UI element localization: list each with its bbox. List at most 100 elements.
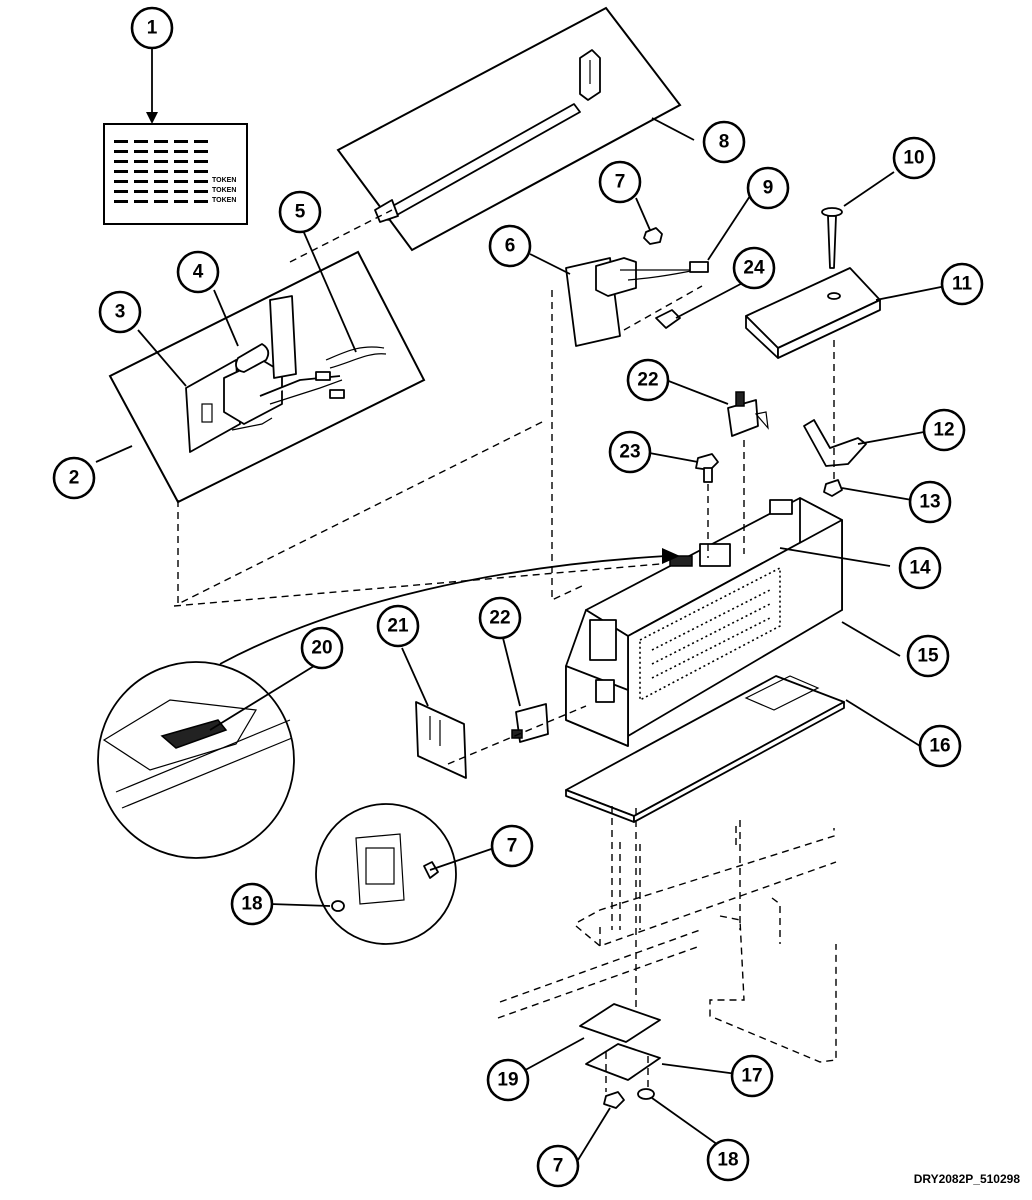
callout-circle xyxy=(176,250,220,294)
detail-view-upper xyxy=(97,661,295,859)
callout-circle xyxy=(706,1138,750,1182)
callout-number: 18 xyxy=(717,1150,738,1171)
callout-number: 11 xyxy=(952,274,973,295)
callout-number: 7 xyxy=(615,172,626,193)
callout-number: 19 xyxy=(497,1070,518,1091)
detail-view-lower xyxy=(315,803,457,945)
callout-22: 22 xyxy=(626,358,670,402)
diagram-code: DRY2082P_510298 xyxy=(913,1172,1020,1186)
callout-circle xyxy=(278,190,322,234)
callout-circle xyxy=(130,6,174,50)
callout-circle xyxy=(598,160,642,204)
shim-plate-part xyxy=(579,1003,661,1043)
callout-circle xyxy=(230,882,274,926)
bolt-part xyxy=(695,453,719,483)
callout-20: 20 xyxy=(300,626,344,670)
callout-circle xyxy=(488,224,532,268)
callout-circle xyxy=(376,604,420,648)
decal-print-line xyxy=(134,170,148,173)
callout-3: 3 xyxy=(98,290,142,334)
callout-7: 7 xyxy=(598,160,642,204)
cylinder-part xyxy=(235,343,270,373)
callout-circle xyxy=(918,724,962,768)
callout-circle xyxy=(908,480,952,524)
callout-9: 9 xyxy=(746,166,790,210)
token-text-3: TOKEN xyxy=(212,197,236,204)
decal-print-line xyxy=(194,180,208,183)
callout-23: 23 xyxy=(608,430,652,474)
decal-label-part: TOKEN TOKEN TOKEN xyxy=(103,123,248,225)
base-plate-part xyxy=(565,675,845,823)
decal-print-line xyxy=(154,170,168,173)
decal-print-line xyxy=(114,190,128,193)
decal-print-line xyxy=(154,160,168,163)
callout-circle xyxy=(746,166,790,210)
callout-5: 5 xyxy=(278,190,322,234)
callout-circle xyxy=(940,262,984,306)
callout-7: 7 xyxy=(490,824,534,868)
decal-print-line xyxy=(114,200,128,203)
callout-number: 1 xyxy=(147,18,158,39)
callout-17: 17 xyxy=(730,1054,774,1098)
callout-2: 2 xyxy=(52,456,96,500)
hex-nut-part xyxy=(643,227,663,245)
decal-print-line xyxy=(134,180,148,183)
callout-number: 6 xyxy=(505,236,516,257)
callout-circle xyxy=(626,358,670,402)
screw-part xyxy=(821,207,843,269)
callout-circle xyxy=(478,596,522,640)
callout-circle xyxy=(702,120,746,164)
callout-number: 12 xyxy=(933,420,954,441)
instruction-label-part xyxy=(415,701,467,779)
lower-nut-part xyxy=(603,1091,625,1109)
callout-number: 22 xyxy=(489,608,510,629)
callout-circle xyxy=(98,290,142,334)
callout-10: 10 xyxy=(892,136,936,180)
callout-8: 8 xyxy=(702,120,746,164)
wire-harness-part xyxy=(325,346,387,369)
callout-number: 10 xyxy=(903,148,924,169)
callout-number: 8 xyxy=(719,132,730,153)
decal-print-line xyxy=(134,160,148,163)
callout-11: 11 xyxy=(940,262,984,306)
decal-print-line xyxy=(134,140,148,143)
decal-print-line xyxy=(154,180,168,183)
decal-print-line xyxy=(174,140,188,143)
callout-circle xyxy=(730,1054,774,1098)
callout-circle xyxy=(898,546,942,590)
decal-print-line xyxy=(194,160,208,163)
decal-print-line xyxy=(174,170,188,173)
decal-print-line xyxy=(194,200,208,203)
decal-print-line xyxy=(154,140,168,143)
micro-switch-upper xyxy=(727,391,769,437)
switch-bracket-assembly xyxy=(565,257,709,347)
decal-print-line xyxy=(114,170,128,173)
decal-print-line xyxy=(134,190,148,193)
callout-number: 18 xyxy=(241,894,262,915)
callout-circle xyxy=(52,456,96,500)
cabinet-outline xyxy=(497,820,837,1063)
leader-lines xyxy=(95,48,947,1161)
coin-slide-assembly xyxy=(185,295,345,453)
callout-number: 2 xyxy=(69,468,80,489)
decal-print-line xyxy=(114,180,128,183)
decal-print-line xyxy=(194,190,208,193)
decal-print-line xyxy=(114,150,128,153)
callout-circle xyxy=(922,408,966,452)
callout-12: 12 xyxy=(922,408,966,452)
callout-number: 14 xyxy=(909,558,931,579)
callout-number: 23 xyxy=(619,442,640,463)
mounting-bracket-part xyxy=(803,419,867,467)
detail-callout-arc xyxy=(219,555,667,665)
decal-print-line xyxy=(194,170,208,173)
decal-print-line xyxy=(174,190,188,193)
callout-21: 21 xyxy=(376,604,420,648)
callout-circle xyxy=(892,136,936,180)
callout-circle xyxy=(490,824,534,868)
alignment-lines xyxy=(173,209,835,1092)
decal-print-line xyxy=(194,150,208,153)
callout-24: 24 xyxy=(732,246,776,290)
callout-14: 14 xyxy=(898,546,942,590)
callout-number: 7 xyxy=(553,1156,564,1177)
